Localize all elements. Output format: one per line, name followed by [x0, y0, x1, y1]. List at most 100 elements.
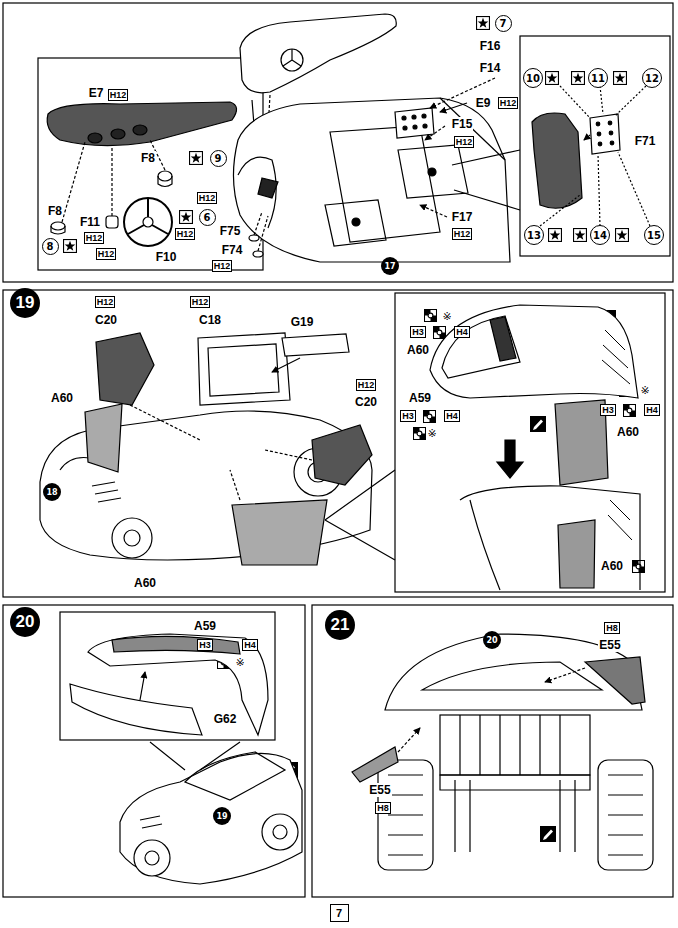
car-interior	[398, 145, 468, 198]
canopy-top	[112, 636, 240, 654]
canopy-top	[120, 753, 302, 884]
node-text: 6	[204, 212, 211, 223]
paint-code: H12	[454, 136, 475, 148]
paint-number: 14	[590, 225, 610, 245]
paint-star	[546, 72, 559, 85]
car-body	[208, 344, 279, 396]
paint-code: H8	[375, 802, 391, 814]
canopy-detail	[497, 440, 523, 478]
panel-frame	[3, 605, 305, 897]
panel-frame	[520, 36, 670, 256]
paint-code: H12	[190, 296, 211, 308]
canopy-top	[140, 672, 145, 700]
canopy-top	[145, 851, 159, 865]
node-text: 20	[486, 636, 497, 645]
part-number: F75	[219, 224, 242, 238]
car-interior	[420, 205, 447, 217]
car-interior	[395, 108, 434, 138]
car-body	[230, 470, 240, 500]
car-interior	[233, 14, 520, 262]
paint-note: ※	[639, 384, 650, 397]
canopy-detail	[460, 486, 640, 590]
part-number: E55	[368, 783, 391, 797]
part-number: A59	[408, 391, 432, 405]
node-text: 18	[46, 488, 57, 497]
step-number: 20	[10, 607, 40, 637]
seat-detail	[532, 113, 582, 208]
rear-view	[352, 634, 653, 870]
node-text: 17	[384, 262, 395, 271]
panel-frame	[3, 3, 673, 897]
paint-chip	[623, 404, 635, 416]
seat-detail	[584, 135, 590, 140]
node-text: 7	[336, 907, 342, 919]
part-number: F8	[47, 204, 63, 218]
paint-note: ※	[234, 656, 245, 669]
dashboard-detail	[111, 129, 125, 139]
paint-number: 15	[644, 225, 664, 245]
car-body	[272, 358, 300, 372]
node-text: 12	[645, 73, 659, 84]
seat-detail	[540, 152, 650, 226]
car-interior	[412, 115, 416, 119]
rear-view	[545, 668, 585, 682]
car-body	[96, 333, 154, 405]
paint-number: 9	[210, 150, 227, 167]
car-body	[130, 405, 200, 440]
dashboard-detail	[158, 171, 172, 181]
part-number: E7	[88, 86, 105, 100]
car-interior	[325, 200, 386, 246]
seat-detail	[596, 122, 600, 126]
rear-view	[398, 728, 420, 752]
paint-star	[616, 229, 629, 242]
dashboard-detail	[51, 222, 65, 230]
car-interior	[403, 126, 407, 130]
car-interior	[428, 168, 436, 176]
part-number: C20	[94, 313, 118, 327]
part-number: A60	[50, 391, 74, 405]
rear-view	[422, 662, 602, 690]
paint-chip	[413, 427, 425, 439]
rear-view	[352, 747, 398, 782]
part-number: F10	[155, 250, 178, 264]
dashboard-detail	[158, 176, 172, 187]
paint-number: 11	[588, 68, 608, 88]
car-interior	[422, 114, 426, 118]
part-number: A60	[406, 343, 430, 357]
dashboard-detail	[62, 142, 85, 222]
dashboard-detail	[88, 133, 102, 143]
seat-detail	[608, 121, 612, 125]
panel-frame	[3, 290, 673, 597]
rear-view	[455, 780, 575, 852]
paint-note: ※	[441, 310, 452, 323]
dashboard-detail	[133, 125, 147, 135]
node-text: 19	[216, 812, 227, 821]
car-body	[232, 500, 327, 565]
car-body	[312, 425, 372, 485]
paint-star	[477, 17, 490, 30]
paint-number: 12	[642, 68, 662, 88]
paint-code: H12	[452, 228, 473, 240]
rear-view	[440, 715, 590, 775]
car-interior	[249, 235, 259, 241]
part-number: F17	[451, 210, 474, 224]
dashboard-detail	[47, 102, 236, 146]
part-number: F74	[221, 243, 244, 257]
node-text: 7	[500, 18, 507, 29]
paint-code: H12	[356, 379, 377, 391]
car-body	[85, 404, 122, 472]
panel-frame	[38, 58, 263, 270]
paint-code: H3	[400, 410, 416, 422]
canopy-detail	[490, 317, 516, 361]
car-interior	[452, 150, 520, 210]
paint-chip	[423, 410, 435, 422]
dashboard-detail	[143, 217, 153, 227]
car-interior	[330, 126, 440, 242]
paint-code: H12	[175, 228, 196, 240]
step-reference: 18	[43, 483, 61, 501]
rear-view	[598, 760, 653, 870]
car-interior	[402, 116, 406, 120]
step-number: 21	[325, 610, 355, 640]
